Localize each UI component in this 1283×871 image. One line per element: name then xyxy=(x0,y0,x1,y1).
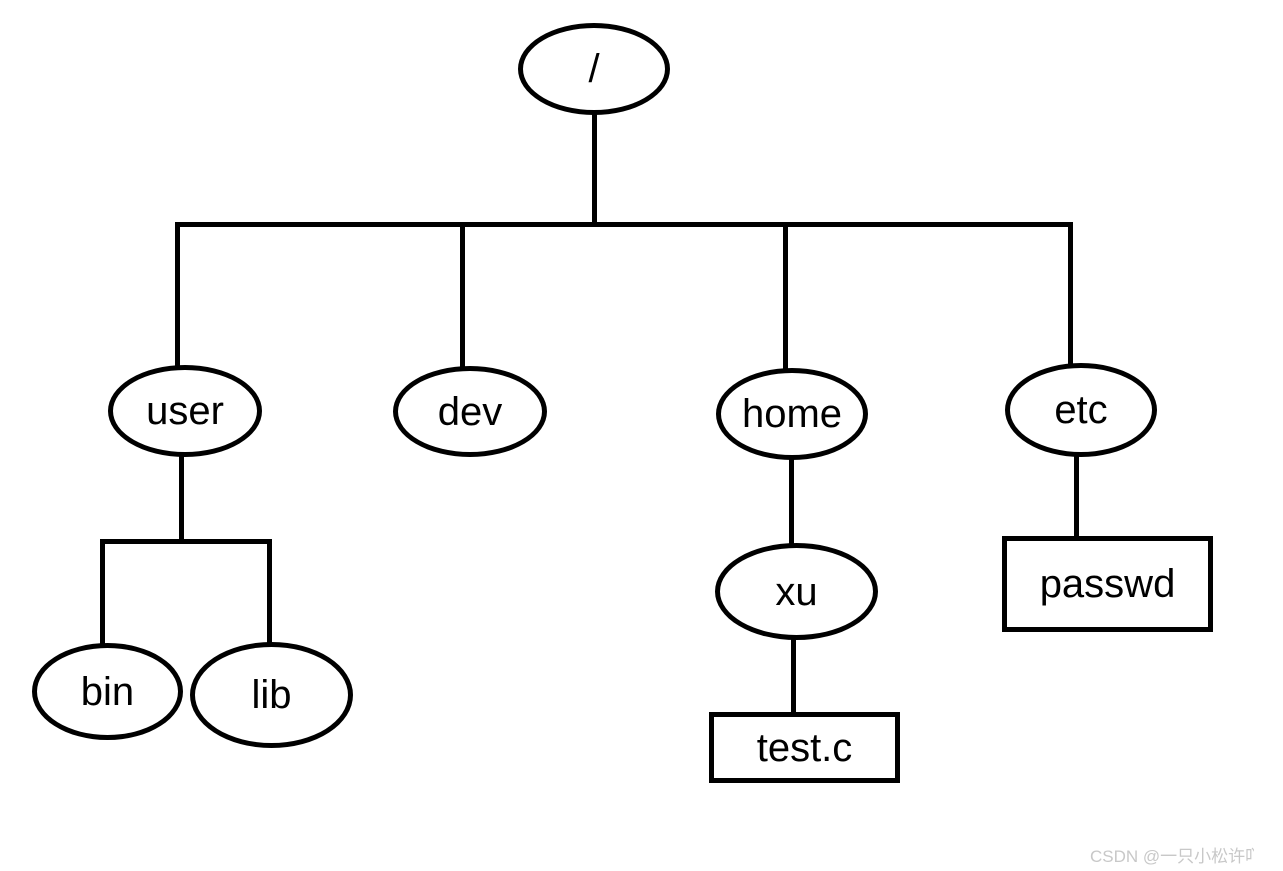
node-lib: lib xyxy=(190,642,353,748)
node-user-label: user xyxy=(146,389,224,433)
edge-home-stem xyxy=(789,458,794,545)
edge-user-stem xyxy=(179,455,184,543)
node-passwd-label: passwd xyxy=(1039,562,1176,606)
node-xu: xu xyxy=(715,543,878,640)
watermark: CSDN @一只小松许吖 xyxy=(1090,842,1283,867)
node-etc-label: etc xyxy=(1054,388,1108,432)
edge-drop-etc xyxy=(1068,222,1073,365)
node-bin-label: bin xyxy=(80,669,135,714)
node-etc: etc xyxy=(1005,363,1157,457)
node-xu-label: xu xyxy=(775,569,818,614)
node-bin: bin xyxy=(32,643,183,740)
node-root-label: / xyxy=(588,47,600,91)
edge-user-bracket xyxy=(100,539,272,544)
edge-xu-stem xyxy=(791,638,796,714)
node-test-c: test.c xyxy=(709,712,900,783)
watermark-truncated-glyph: 吖 xyxy=(1245,847,1255,866)
edge-top-bus xyxy=(175,222,1073,227)
node-lib-label: lib xyxy=(251,673,292,717)
edge-drop-home xyxy=(783,222,788,370)
edge-drop-user xyxy=(175,222,180,367)
edge-drop-dev xyxy=(460,222,465,368)
node-passwd: passwd xyxy=(1002,536,1213,632)
node-home: home xyxy=(716,368,868,460)
edge-etc-stem xyxy=(1074,453,1079,538)
node-test-c-label: test.c xyxy=(756,725,853,770)
node-user: user xyxy=(108,365,262,457)
edge-drop-lib xyxy=(267,539,272,645)
node-dev: dev xyxy=(393,366,547,457)
node-home-label: home xyxy=(741,392,843,436)
node-root: / xyxy=(518,23,670,115)
edge-drop-bin xyxy=(100,539,105,645)
edge-root-stem xyxy=(592,113,597,227)
watermark-text: CSDN @一只小松许 xyxy=(1090,847,1246,866)
node-dev-label: dev xyxy=(437,389,503,434)
